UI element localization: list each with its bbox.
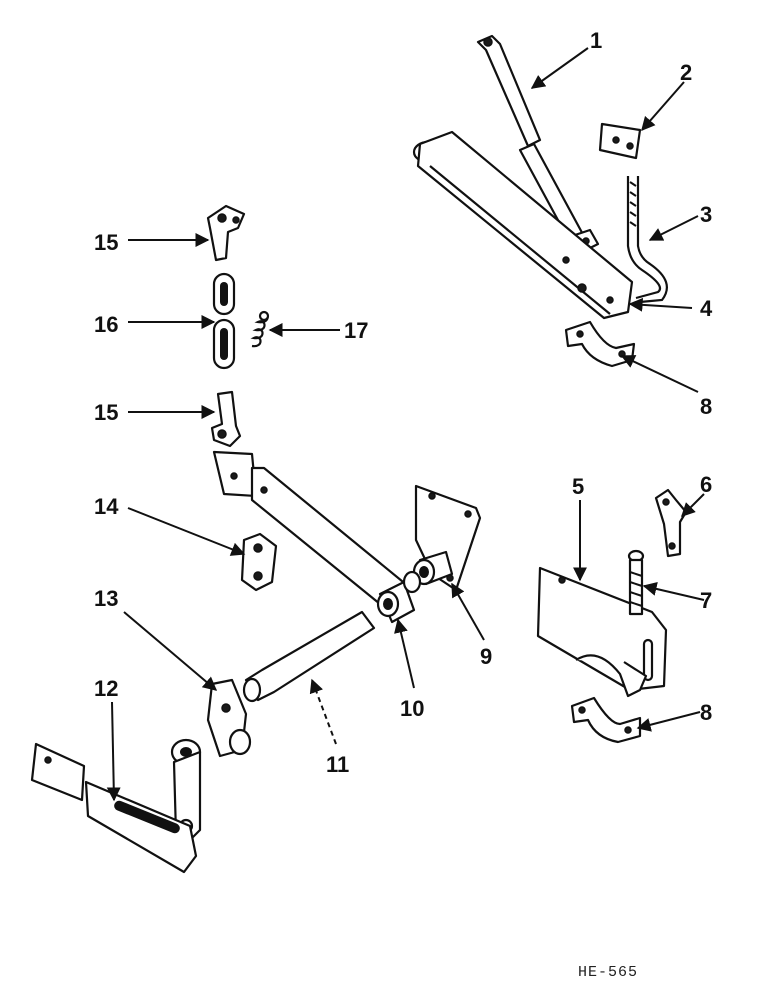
part-17-spring — [250, 310, 270, 348]
callout-8-upper: 8 — [700, 394, 712, 419]
part-10-bushing — [376, 570, 422, 624]
reference-code: HE-565 — [578, 964, 638, 981]
callout-13: 13 — [94, 586, 118, 611]
part-12-slotted-bar — [30, 738, 202, 874]
callout-5: 5 — [572, 474, 584, 499]
leader-lines — [106, 47, 705, 802]
part-11-shaft — [242, 610, 376, 703]
callout-15-top: 15 — [94, 230, 118, 255]
callout-1: 1 — [590, 28, 602, 53]
part-16-chain — [212, 272, 236, 370]
part-7-bolt — [627, 549, 645, 616]
callout-14: 14 — [94, 494, 119, 519]
callout-17: 17 — [344, 318, 368, 343]
callout-7: 7 — [700, 588, 712, 613]
callout-12: 12 — [94, 676, 118, 701]
part-14-plate — [240, 532, 278, 592]
callout-4: 4 — [700, 296, 713, 321]
callout-11: 11 — [326, 752, 349, 777]
part-4-arm — [412, 130, 634, 320]
callout-3: 3 — [700, 202, 712, 227]
part-15-link-top — [206, 204, 246, 262]
part-9-mount-plate — [412, 484, 482, 592]
part-15-link-bottom — [210, 390, 242, 448]
part-5-plate — [536, 566, 668, 698]
part-6-bracket — [654, 488, 688, 558]
callout-16: 16 — [94, 312, 118, 337]
callout-10: 10 — [400, 696, 424, 721]
callout-15-bottom: 15 — [94, 400, 118, 425]
callout-9: 9 — [480, 644, 492, 669]
upper-lever-arm — [212, 450, 410, 606]
callout-6: 6 — [700, 472, 712, 497]
part-3-threaded-rod — [626, 176, 668, 304]
callout-labels: 1 2 3 4 8 15 16 17 15 14 13 12 11 10 9 5… — [94, 28, 713, 777]
callout-2: 2 — [680, 60, 692, 85]
part-2-bracket — [598, 122, 642, 160]
part-13-clevis — [206, 678, 252, 758]
part-8-clamp-lower — [570, 696, 642, 744]
part-8-clamp-upper — [564, 320, 636, 368]
callout-8-lower: 8 — [700, 700, 712, 725]
